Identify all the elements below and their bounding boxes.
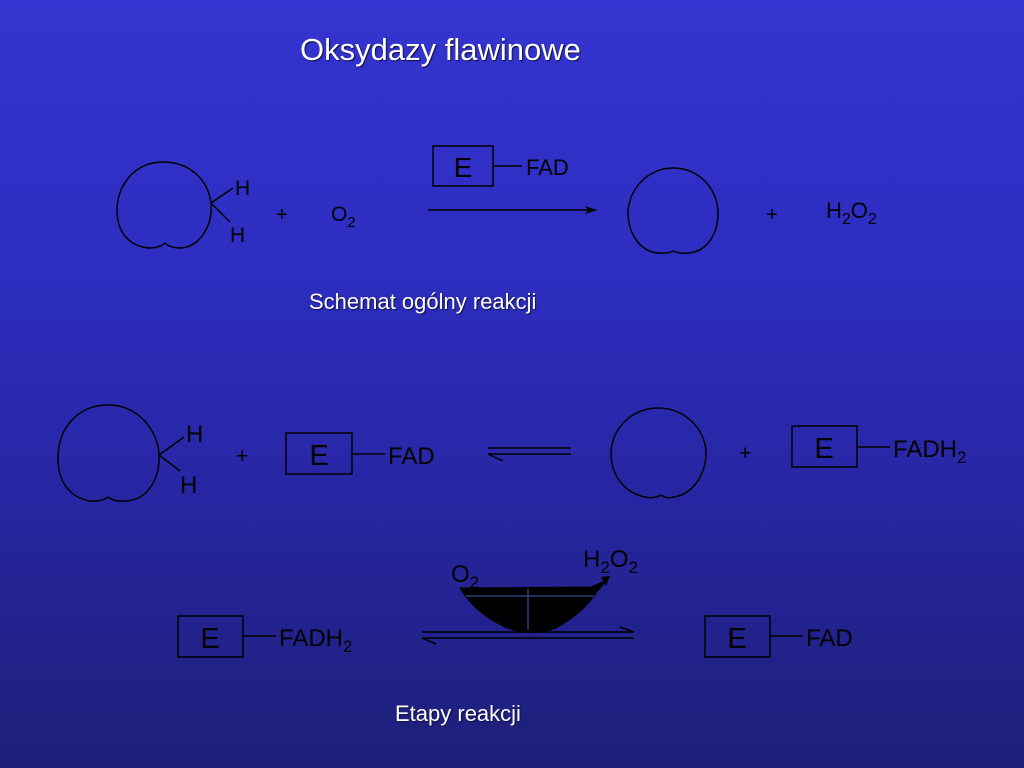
oxidation-curved-arrow [459, 576, 610, 633]
enzyme-label-general: E [454, 152, 473, 183]
enzyme-label-step1-2: E [814, 433, 833, 465]
hydrogen-bottom-step1: H [180, 472, 197, 499]
enzyme-label-step2-left: E [200, 623, 219, 655]
substrate-ring-general [116, 161, 212, 249]
enzyme-label-step2-right: E [727, 623, 746, 655]
enzyme-label-step1: E [309, 440, 328, 472]
reaction-stages-caption: Etapy reakcji [395, 701, 521, 726]
product-ring-step1 [610, 407, 707, 499]
reaction-arrow-step2 [421, 626, 635, 645]
plus-sign-general: + [276, 204, 288, 226]
substrate-ring-step1 [57, 404, 160, 502]
hydrogen-peroxide-general: H2O2 [826, 198, 877, 228]
plus-sign-general-2: + [766, 204, 778, 226]
cofactor-reduced-label-step1: FADH2 [893, 436, 966, 467]
oxygen-general: O2 [331, 203, 356, 231]
product-ring-general [627, 167, 719, 254]
hydrogen-bottom-general: H [230, 224, 245, 247]
cofactor-label-step1: FAD [388, 443, 435, 470]
equilibrium-arrow [487, 447, 571, 462]
c-h-bonds-step1 [158, 436, 185, 472]
hydrogen-top-general: H [235, 177, 250, 200]
cofactor-label-step2-right: FAD [806, 625, 853, 652]
general-scheme-caption: Schemat ogólny reakcji [309, 289, 537, 314]
plus-sign-step1-2: + [739, 442, 751, 465]
hydrogen-peroxide-step2: H2O2 [583, 546, 638, 577]
slide-title: Oksydazy flawinowe [300, 32, 581, 67]
cofactor-reduced-label-step2: FADH2 [279, 625, 352, 656]
hydrogen-top-step1: H [186, 421, 203, 448]
c-h-bonds-general [210, 187, 234, 223]
cofactor-label-general: FAD [526, 155, 569, 180]
plus-sign-step1: + [236, 445, 248, 468]
oxygen-step2: O2 [451, 561, 479, 592]
